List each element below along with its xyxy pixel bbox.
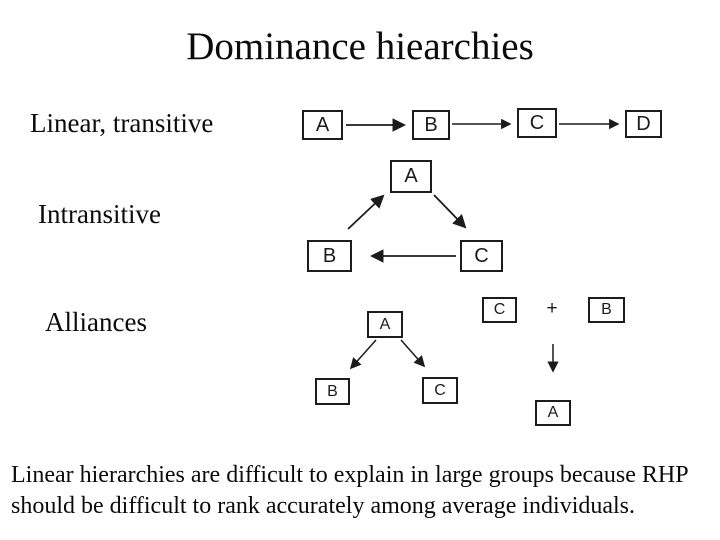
node-intransitive-a: A: [390, 160, 432, 193]
node-intransitive-c: C: [460, 240, 503, 272]
footer-line-2: should be difficult to rank accurately a…: [11, 493, 636, 519]
node-alliance-left-a: A: [367, 311, 403, 338]
section-label-alliances: Alliances: [45, 307, 147, 337]
arrow-alliance-a-to-b: [349, 339, 377, 370]
footer-line-1: Linear hierarchies are difficult to expl…: [11, 462, 689, 488]
node-coalition-c: C: [482, 297, 517, 323]
arrow-intransitive-b-to-a: [347, 194, 385, 230]
plus-sign: +: [546, 298, 558, 319]
section-label-intransitive: Intransitive: [38, 199, 161, 229]
slide-title: Dominance hiearchies: [186, 25, 534, 68]
node-linear-b: B: [412, 110, 450, 140]
section-label-linear-transitive: Linear, transitive: [30, 108, 214, 138]
node-coalition-b: B: [588, 297, 625, 323]
footer-caption: Linear hierarchies are difficult to expl…: [11, 460, 711, 522]
node-alliance-left-b: B: [315, 378, 350, 405]
node-alliance-left-c: C: [422, 377, 458, 404]
node-linear-a: A: [302, 110, 343, 140]
node-linear-c: C: [517, 108, 557, 138]
node-intransitive-b: B: [307, 240, 352, 272]
arrow-alliance-a-to-c: [400, 339, 426, 368]
node-coalition-a: A: [535, 400, 571, 426]
arrow-intransitive-a-to-c: [433, 194, 467, 229]
node-linear-d: D: [625, 110, 662, 138]
